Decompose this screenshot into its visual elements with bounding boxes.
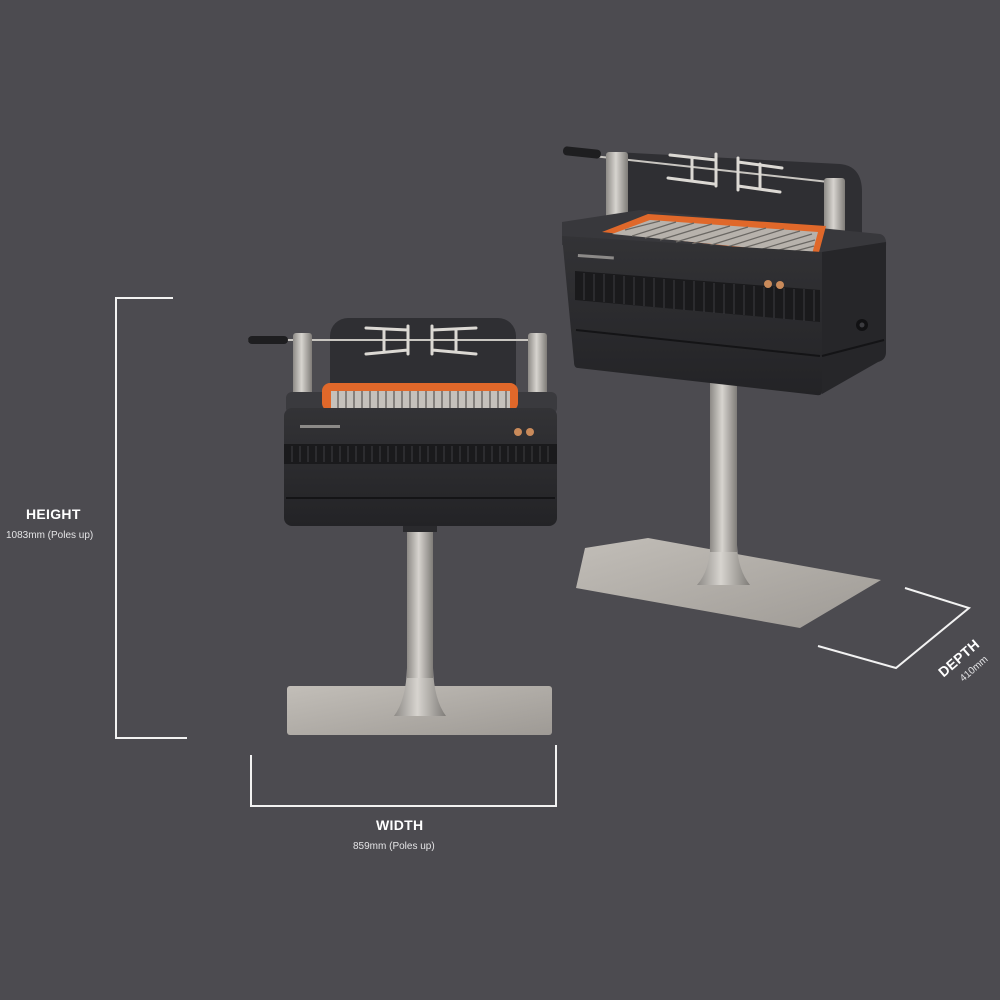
grill-angled-pole [710,382,737,552]
brand-mark-angled [577,253,614,260]
grill-pole [407,528,433,678]
control-knob-angled-left [764,280,772,288]
grill-pole-flare [394,668,446,716]
grill-angled-pole-flare [697,545,750,585]
grill-angled-body-side [822,242,886,394]
grill-angled-view [562,146,887,628]
width-label: WIDTH [376,817,424,833]
rotisserie-post-left [293,333,312,405]
height-value: 1083mm (Poles up) [6,530,94,541]
rotisserie-fork-left [364,324,410,356]
grill-angled-vent-band [575,271,820,322]
height-dimension-bracket [115,297,187,739]
grill-front-view [248,318,557,735]
width-value: 859mm (Poles up) [353,841,435,852]
rotisserie-angled-post-left [606,152,628,232]
rotisserie-handle [248,336,288,344]
brand-mark [300,425,340,428]
control-knob-angled-right [776,281,784,289]
grill-body [284,408,557,526]
rotisserie-angled-fork [666,152,784,194]
width-dimension-bracket [250,745,557,807]
rotisserie-fork-right [430,324,478,356]
height-label: HEIGHT [26,506,81,522]
depth-dimension-bracket [817,587,972,670]
rotisserie-angled-handle [562,146,601,159]
rotisserie-post-right [528,333,547,405]
control-knob-right [526,428,534,436]
control-knob-left [514,428,522,436]
